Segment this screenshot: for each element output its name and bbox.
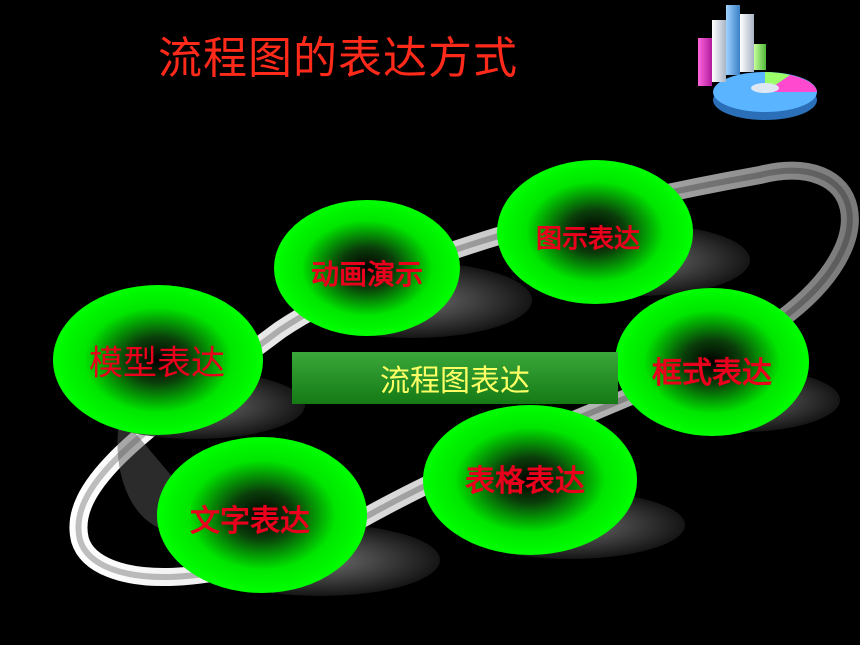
node-frame bbox=[615, 288, 809, 436]
node-label-graphic: 图示表达 bbox=[535, 224, 641, 255]
node-graphic bbox=[497, 160, 693, 304]
node-label-table: 表格表达 bbox=[465, 464, 585, 499]
node-text bbox=[157, 437, 367, 593]
center-box bbox=[292, 352, 618, 404]
page-title: 流程图的表达方式 bbox=[158, 33, 518, 84]
node-label-frame: 框式表达 bbox=[652, 356, 772, 391]
chart-logo-icon bbox=[698, 5, 817, 120]
center-label: 流程图表达 bbox=[380, 364, 530, 399]
node-model bbox=[53, 285, 263, 435]
node-label-model: 模型表达 bbox=[89, 343, 225, 384]
node-table bbox=[423, 405, 637, 555]
node-label-animation: 动画演示 bbox=[310, 258, 424, 291]
node-animation bbox=[274, 200, 460, 336]
node-label-text: 文字表达 bbox=[190, 504, 310, 539]
